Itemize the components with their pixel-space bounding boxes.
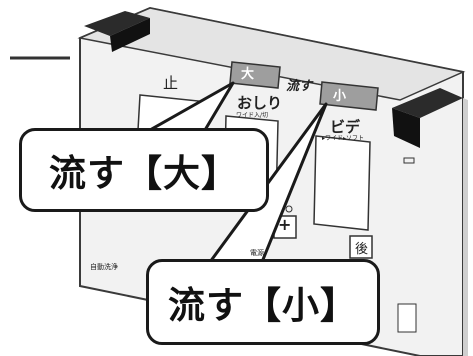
corner-block-left-side	[110, 18, 150, 52]
auto-clean-label: 自動洗浄	[90, 263, 118, 271]
side-button-shape	[397, 303, 417, 333]
back-button-shape	[349, 235, 373, 259]
callout-flush-big: 流す【大】	[19, 128, 269, 212]
flush-label: 流す	[286, 79, 313, 94]
callout-flush-small: 流す【小】	[146, 259, 380, 345]
bidet-button-shape	[313, 135, 371, 231]
flush-big-key: 大	[241, 67, 255, 82]
flush-big-button-shape	[229, 61, 281, 89]
oshiri-label: おしり	[237, 94, 283, 112]
oshiri-sub-label: ワイド入/切	[236, 112, 269, 119]
sensor-mark	[403, 157, 415, 164]
indicator-dot-2	[285, 205, 293, 213]
bidet-label: ビデ	[330, 118, 361, 136]
corner-block-right-side	[392, 108, 420, 148]
flush-small-key: 小	[333, 89, 347, 104]
corner-block-left	[84, 11, 150, 36]
stop-label: 止	[163, 74, 179, 92]
flush-small-button-shape	[319, 81, 379, 111]
bidet-sub-label: ▸ワイド▸ソフト	[322, 135, 365, 142]
power-label: 電源	[250, 249, 264, 257]
panel-side-edge	[463, 98, 468, 356]
corner-block-right	[392, 88, 463, 118]
back-label: 後	[355, 242, 369, 257]
plus-label: +	[278, 215, 292, 234]
